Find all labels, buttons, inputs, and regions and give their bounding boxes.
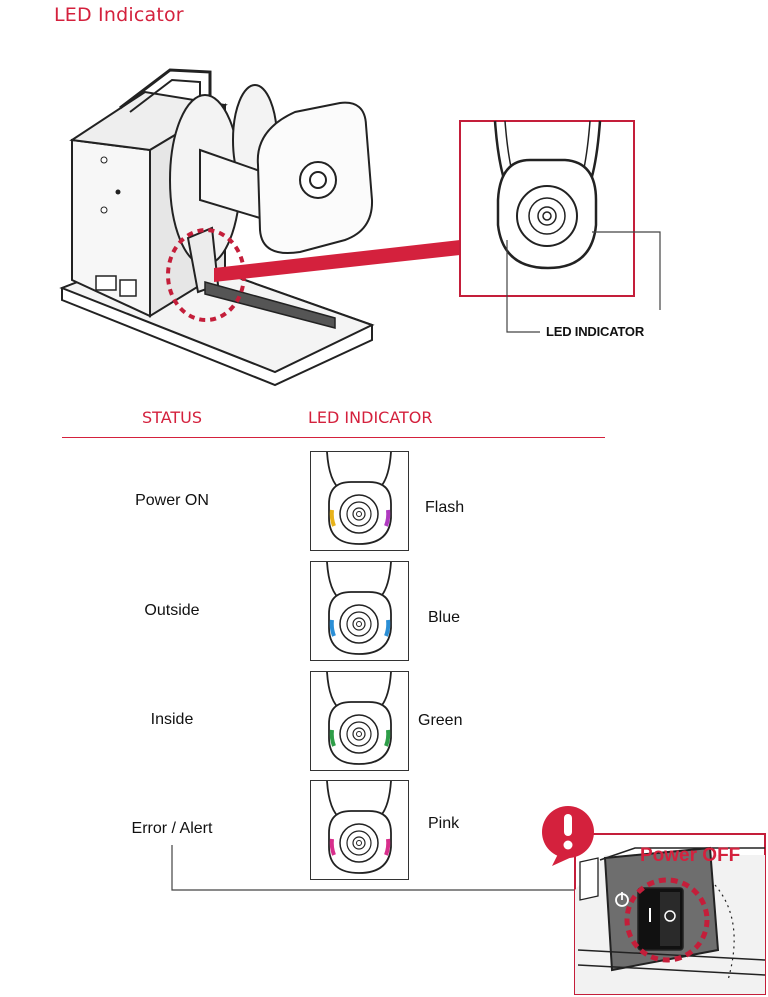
- led-thumbnail: [310, 671, 409, 771]
- led-thumbnail: [310, 561, 409, 661]
- led-color-label: Pink: [428, 815, 460, 832]
- led-left-indicator: [329, 729, 336, 747]
- power-off-label: Power OFF: [640, 845, 741, 866]
- led-color-label: Green: [418, 712, 463, 729]
- led-color-label: Blue: [428, 609, 461, 626]
- status-column-header: STATUS: [142, 408, 203, 427]
- status-label: Inside: [150, 711, 194, 728]
- led-left-indicator: [329, 619, 336, 637]
- power-off-panel: [542, 806, 766, 995]
- led-column-header: LED INDICATOR: [308, 408, 433, 427]
- status-label: Power ON: [135, 492, 209, 509]
- led-thumbnail: [310, 451, 409, 551]
- status-label: Error / Alert: [131, 820, 213, 837]
- led-left-indicator: [329, 509, 336, 527]
- led-indicator-callout: LED INDICATOR: [546, 324, 645, 339]
- led-color-label: Flash: [425, 499, 465, 516]
- led-right-indicator: [384, 838, 391, 856]
- led-right-indicator: [384, 619, 391, 637]
- status-label: Outside: [144, 602, 200, 619]
- led-left-indicator: [329, 838, 336, 856]
- header-divider: [62, 437, 605, 438]
- led-thumbnail: [310, 780, 409, 880]
- page-title: LED Indicator: [54, 4, 184, 26]
- led-right-indicator: [384, 729, 391, 747]
- rewinder-illustration: [59, 68, 661, 387]
- led-right-indicator: [384, 509, 391, 527]
